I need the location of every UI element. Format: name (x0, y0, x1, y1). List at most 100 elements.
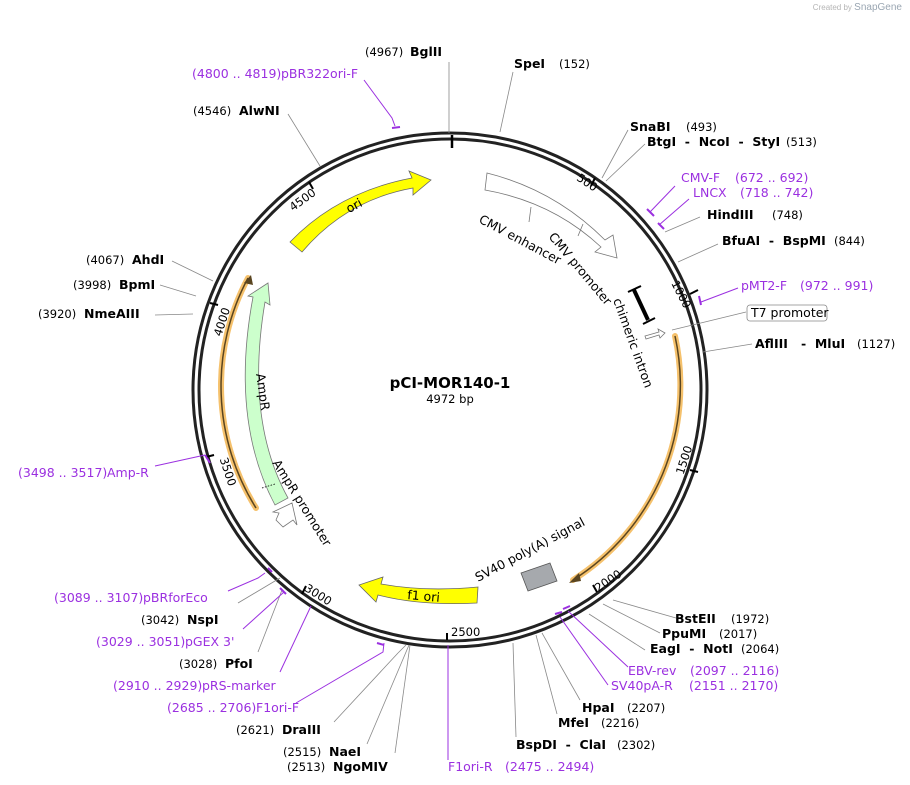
svg-text:(972 .. 991): (972 .. 991) (800, 278, 873, 293)
snapgene-credit: Created by SnapGene (813, 2, 902, 13)
svg-text:NgoMIV: NgoMIV (333, 759, 388, 774)
snapgene-logo: SnapGene (854, 2, 902, 13)
svg-text:BfuAI - BspMI: BfuAI - BspMI (722, 233, 826, 248)
svg-text:(3498 .. 3517): (3498 .. 3517) (18, 465, 107, 480)
feature-ori[interactable]: ori (289, 170, 432, 253)
svg-text:PpuMI: PpuMI (662, 626, 706, 641)
site-bfuai-bspmi[interactable]: BfuAI - BspMI (844) (722, 233, 865, 248)
site-draiii[interactable]: (2621)DraIII (236, 722, 321, 737)
backbone (191, 131, 709, 649)
svg-text:SpeI: SpeI (514, 56, 545, 71)
primer-leaders (154, 79, 739, 760)
feature-label-t7-promoter: T7 promoter (750, 305, 829, 320)
svg-text:CMV-F: CMV-F (681, 170, 720, 185)
plasmid-length: 4972 bp (426, 392, 474, 406)
svg-text:(493): (493) (686, 120, 717, 134)
svg-text:(2216): (2216) (601, 716, 639, 730)
svg-text:BstEII: BstEII (675, 611, 716, 626)
svg-text:HindIII: HindIII (707, 207, 754, 222)
svg-text:BpmI: BpmI (119, 277, 155, 292)
svg-text:EagI - NotI: EagI - NotI (650, 641, 733, 656)
site-bsteii[interactable]: BstEII (1972) (675, 611, 769, 626)
primer-sv40pa-r[interactable]: SV40pA-R(2151 .. 2170) (611, 678, 778, 693)
feature-label-ampr: AmpR (253, 372, 273, 411)
site-snabi[interactable]: SnaBI(493) (630, 119, 717, 134)
feature-ampr[interactable]: AmpR (244, 282, 289, 506)
svg-text:BtgI - NcoI - StyI: BtgI - NcoI - StyI (647, 134, 780, 149)
site-pfoi[interactable]: (3028)PfoI (179, 656, 253, 671)
svg-text:pBRforEco: pBRforEco (143, 590, 208, 605)
primer-cmv-f[interactable]: CMV-F(672 .. 692) (681, 170, 808, 185)
svg-text:pRS-marker: pRS-marker (202, 678, 277, 693)
svg-text:(3920): (3920) (38, 307, 76, 321)
primer-pbrforeco[interactable]: (3089 .. 3107)pBRforEco (54, 590, 208, 605)
site-bglii[interactable]: (4967) BglII (365, 44, 442, 59)
primer-lncx[interactable]: LNCX(718 .. 742) (693, 185, 813, 200)
credit-prefix: Created by (812, 3, 852, 12)
svg-text:pBR322ori-F: pBR322ori-F (281, 66, 358, 81)
site-hpai[interactable]: HpaI(2207) (582, 700, 665, 715)
svg-text:LNCX: LNCX (693, 185, 727, 200)
svg-text:(4967): (4967) (365, 45, 403, 59)
svg-text:(2302): (2302) (617, 738, 655, 752)
svg-text:HpaI: HpaI (582, 700, 615, 715)
svg-text:(2685 .. 2706): (2685 .. 2706) (167, 700, 256, 715)
site-nmeaiii[interactable]: (3920) NmeAIII (38, 306, 140, 321)
svg-text:(2910 .. 2929): (2910 .. 2929) (113, 678, 202, 693)
primer-f1ori-r[interactable]: F1ori-R(2475 .. 2494) (448, 759, 594, 774)
primer-prs-marker[interactable]: (2910 .. 2929)pRS-marker (113, 678, 277, 693)
primer-ebv-rev[interactable]: EBV-rev (2097 .. 2116) (628, 663, 779, 678)
site-afliii-mlui[interactable]: AflIII - MluI(1127) (755, 336, 895, 351)
svg-text:(1972): (1972) (731, 612, 769, 626)
svg-text:EBV-rev: EBV-rev (628, 663, 677, 678)
site-ahdi[interactable]: (4067) AhdI (86, 252, 164, 267)
svg-text:BglII: BglII (410, 44, 442, 59)
primers: (4800 .. 4819)pBR322ori-F CMV-F(672 .. 6… (18, 66, 873, 774)
site-mfei[interactable]: MfeI(2216) (558, 715, 639, 730)
svg-text:AhdI: AhdI (132, 252, 164, 267)
svg-text:(4546): (4546) (193, 104, 231, 118)
site-hindiii[interactable]: HindIII (748) (707, 207, 803, 222)
site-bpmi[interactable]: (3998)BpmI (73, 277, 155, 292)
feature-orf-left[interactable] (218, 275, 259, 511)
primer-amp-r[interactable]: (3498 .. 3517)Amp-R (18, 465, 149, 480)
svg-text:pMT2-F: pMT2-F (741, 278, 787, 293)
svg-text:(2064): (2064) (741, 642, 779, 656)
site-alwni[interactable]: (4546)AlwNI (193, 103, 280, 118)
feature-sv40-polya[interactable]: SV40 poly(A) signal (472, 514, 587, 592)
svg-text:DraIII: DraIII (282, 722, 321, 737)
svg-text:pGEX 3': pGEX 3' (185, 634, 234, 649)
svg-text:(748): (748) (772, 208, 803, 222)
site-eagi-noti[interactable]: EagI - NotI (2064) (650, 641, 779, 656)
enzyme-sites: (4967) BglII SpeI(152) SnaBI(493) BtgI - … (38, 44, 895, 774)
primer-pbr322ori-f[interactable]: (4800 .. 4819)pBR322ori-F (192, 66, 358, 81)
svg-text:(3042): (3042) (141, 613, 179, 627)
svg-text:(2097 .. 2116): (2097 .. 2116) (690, 663, 779, 678)
svg-text:(844): (844) (834, 234, 865, 248)
feature-t7-promoter[interactable]: T7 promoter (644, 304, 829, 340)
tick-label-2500: 2500 (451, 625, 480, 639)
primer-f1ori-f[interactable]: (2685 .. 2706)F1ori-F (167, 700, 299, 715)
site-nspi[interactable]: (3042)NspI (141, 612, 219, 627)
svg-text:(4067): (4067) (86, 253, 124, 267)
feature-label-ori: ori (343, 195, 364, 216)
site-btgi-ncoi-styi[interactable]: BtgI - NcoI - StyI(513) (647, 134, 817, 149)
feature-label-f1-ori: f1 ori (407, 587, 441, 605)
feature-f1-ori[interactable]: f1 ori (358, 576, 479, 605)
primer-pgex-3[interactable]: (3029 .. 3051)pGEX 3' (96, 634, 234, 649)
site-naei[interactable]: (2515)NaeI (283, 744, 361, 759)
svg-text:(2515): (2515) (283, 745, 321, 759)
feature-cmv[interactable]: CMV enhancer CMV promoter (477, 172, 618, 309)
site-ngomiv[interactable]: (2513)NgoMIV (287, 759, 388, 774)
tick-label-2000: 2000 (592, 567, 624, 595)
svg-text:(3029 .. 3051): (3029 .. 3051) (96, 634, 185, 649)
svg-text:(3089 .. 3107): (3089 .. 3107) (54, 590, 143, 605)
site-spei[interactable]: SpeI(152) (514, 56, 590, 71)
svg-text:NmeAIII: NmeAIII (84, 306, 140, 321)
site-bspdi-clai[interactable]: BspDI - ClaI(2302) (516, 737, 655, 752)
site-ppumi[interactable]: PpuMI(2017) (662, 626, 757, 641)
svg-text:F1ori-R: F1ori-R (448, 759, 493, 774)
primer-pmt2-f[interactable]: pMT2-F (972 .. 991) (741, 278, 873, 293)
feature-orf-right[interactable] (569, 333, 684, 583)
